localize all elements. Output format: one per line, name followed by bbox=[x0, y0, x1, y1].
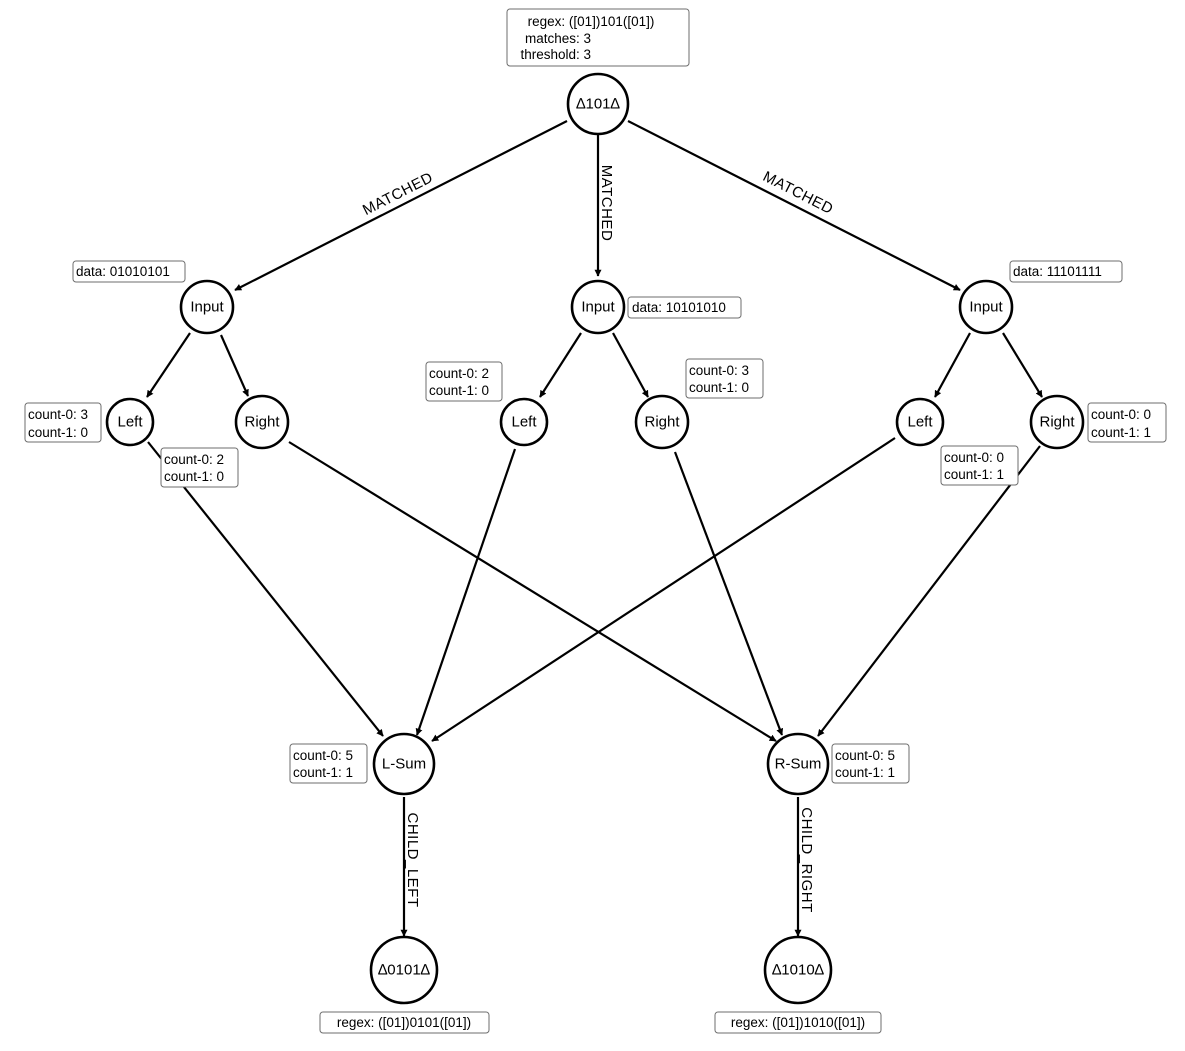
node-lsum: L-Sum bbox=[372, 732, 436, 796]
node-input-c-label: Input bbox=[969, 299, 1003, 316]
edges bbox=[146, 120, 1043, 937]
node-input-a-label: Input bbox=[190, 299, 224, 316]
node-lsum-label: L-Sum bbox=[382, 756, 426, 773]
callout-rsum: count-0: 5 count-1: 1 bbox=[831, 743, 910, 784]
callout-left-a: count-0: 3 count-1: 0 bbox=[24, 402, 102, 443]
node-root: ∆101∆ bbox=[566, 72, 630, 136]
edge-right-b-to-rsum bbox=[673, 451, 784, 736]
node-right-a: Right bbox=[234, 394, 290, 450]
callout-right-b: count-0: 3 count-1: 0 bbox=[685, 358, 764, 399]
node-rsum: R-Sum bbox=[766, 732, 830, 796]
node-left-b: Left bbox=[499, 397, 549, 447]
callout-left-b: count-0: 2 count-1: 0 bbox=[425, 361, 503, 402]
edge-left-c-to-lsum bbox=[431, 437, 896, 742]
node-right-b-label: Right bbox=[644, 414, 680, 431]
node-left-a-label: Left bbox=[117, 414, 143, 431]
callout-child-right: regex: ([01])1010([01]) bbox=[714, 1011, 882, 1034]
callout-lsum-line-1: count-0: 5 bbox=[293, 748, 353, 763]
node-right-c-label: Right bbox=[1039, 414, 1075, 431]
edge-root-to-input-a bbox=[234, 120, 568, 291]
edge-input-a-to-left-a bbox=[146, 332, 191, 398]
node-left-c: Left bbox=[895, 397, 945, 447]
callout-child-right-line-1: regex: ([01])1010([01]) bbox=[731, 1015, 865, 1030]
edge-label-child-right: CHILD_RIGHT bbox=[798, 807, 815, 913]
callout-left-b-line-2: count-1: 0 bbox=[429, 383, 489, 398]
node-left-b-label: Left bbox=[511, 414, 537, 431]
node-input-b: Input bbox=[570, 279, 626, 335]
node-child-left-label: ∆0101∆ bbox=[378, 962, 431, 979]
nodes: ∆101∆ Input Input Input Left Right Left bbox=[105, 72, 1085, 1005]
node-input-b-label: Input bbox=[581, 299, 615, 316]
callout-right-c: count-0: 0 count-1: 1 bbox=[1087, 402, 1167, 443]
callout-lsum-line-2: count-1: 1 bbox=[293, 765, 353, 780]
callout-lsum: count-0: 5 count-1: 1 bbox=[289, 743, 368, 784]
edge-labels: MATCHED MATCHED MATCHED CHILD_LEFT CHILD… bbox=[360, 165, 836, 913]
edge-input-c-to-left-c bbox=[934, 332, 971, 398]
edge-input-b-to-left-b bbox=[539, 332, 582, 398]
callout-left-c-line-1: count-0: 0 bbox=[944, 450, 1004, 465]
node-root-label: ∆101∆ bbox=[576, 96, 620, 113]
callout-right-b-line-2: count-1: 0 bbox=[689, 380, 749, 395]
callout-right-a-line-2: count-1: 0 bbox=[164, 469, 224, 484]
callout-input-b-line-1: data: 10101010 bbox=[632, 300, 726, 315]
edge-label-child-left: CHILD_LEFT bbox=[404, 812, 421, 907]
edge-input-a-to-right-a bbox=[219, 334, 250, 397]
callout-root-line-2: matches: 3 bbox=[525, 31, 591, 46]
callout-input-c: data: 11101111 bbox=[1009, 260, 1123, 283]
callout-child-left: regex: ([01])0101([01]) bbox=[319, 1011, 490, 1034]
callout-rsum-line-2: count-1: 1 bbox=[835, 765, 895, 780]
edge-label-matched-center: MATCHED bbox=[598, 165, 615, 242]
callout-input-a-line-1: data: 01010101 bbox=[76, 264, 170, 279]
edge-right-c-to-rsum bbox=[817, 445, 1041, 737]
callout-root: regex: ([01])101([01]) matches: 3 thresh… bbox=[506, 8, 690, 67]
node-left-c-label: Left bbox=[907, 414, 933, 431]
callout-right-a-line-1: count-0: 2 bbox=[164, 452, 224, 467]
callout-input-a: data: 01010101 bbox=[72, 260, 186, 283]
edge-root-to-input-c bbox=[627, 120, 961, 291]
node-right-b: Right bbox=[634, 394, 690, 450]
node-input-c: Input bbox=[958, 279, 1014, 335]
callout-left-a-line-1: count-0: 3 bbox=[28, 407, 88, 422]
node-input-a: Input bbox=[179, 279, 235, 335]
callout-rsum-line-1: count-0: 5 bbox=[835, 748, 895, 763]
callout-left-c-line-2: count-1: 1 bbox=[944, 467, 1004, 482]
callout-right-b-line-1: count-0: 3 bbox=[689, 363, 749, 378]
callout-left-b-line-1: count-0: 2 bbox=[429, 366, 489, 381]
node-left-a: Left bbox=[105, 397, 155, 447]
node-right-a-label: Right bbox=[244, 414, 280, 431]
callout-right-c-line-1: count-0: 0 bbox=[1091, 407, 1151, 422]
edge-right-a-to-rsum bbox=[288, 441, 777, 742]
node-rsum-label: R-Sum bbox=[775, 756, 822, 773]
node-right-c: Right bbox=[1029, 394, 1085, 450]
node-child-right: ∆1010∆ bbox=[763, 935, 833, 1005]
callout-right-a: count-0: 2 count-1: 0 bbox=[160, 447, 239, 488]
callout-left-c: count-0: 0 count-1: 1 bbox=[940, 445, 1019, 486]
edge-input-b-to-right-b bbox=[612, 332, 649, 398]
callout-left-a-line-2: count-1: 0 bbox=[28, 425, 88, 440]
edge-left-a-to-lsum bbox=[147, 441, 384, 737]
callout-right-c-line-2: count-1: 1 bbox=[1091, 425, 1151, 440]
callout-root-line-1: regex: ([01])101([01]) bbox=[528, 14, 655, 29]
callout-child-left-line-1: regex: ([01])0101([01]) bbox=[337, 1015, 471, 1030]
callout-input-c-line-1: data: 11101111 bbox=[1013, 264, 1102, 279]
callout-input-b: data: 10101010 bbox=[627, 296, 742, 319]
node-child-left: ∆0101∆ bbox=[369, 935, 439, 1005]
node-child-right-label: ∆1010∆ bbox=[772, 962, 825, 979]
callout-root-line-3: threshold: 3 bbox=[520, 47, 591, 62]
edge-input-c-to-right-c bbox=[1002, 332, 1043, 398]
edge-left-b-to-lsum bbox=[415, 448, 517, 736]
callouts: regex: ([01])101([01]) matches: 3 thresh… bbox=[24, 8, 1167, 1034]
